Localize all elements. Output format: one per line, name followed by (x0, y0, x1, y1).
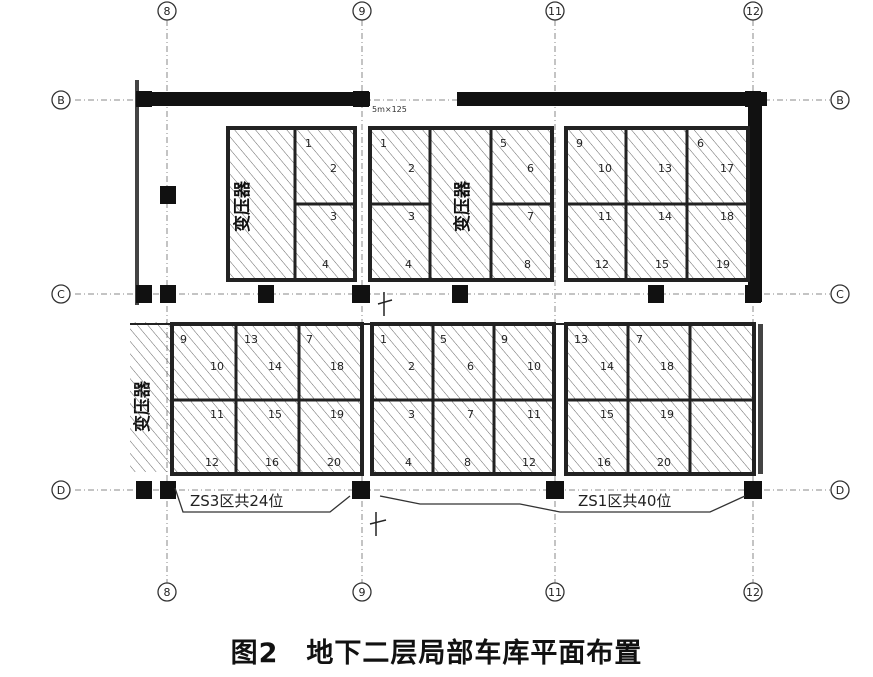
stall-num: 14 (600, 360, 614, 373)
axis-labels: 8 9 11 12 8 9 11 12 B C D B C D (57, 5, 844, 599)
caption-title: 地下二层局部车库平面布置 (306, 637, 643, 669)
stall-num: 3 (330, 210, 337, 223)
stall-num: 15 (268, 408, 282, 421)
columns (136, 91, 762, 499)
stall-num: 6 (527, 162, 534, 175)
axis-label-9-top: 9 (359, 5, 366, 18)
axis-label-11-bottom: 11 (548, 586, 562, 599)
stall-num: 19 (660, 408, 674, 421)
stall-num: 3 (408, 210, 415, 223)
stall-num: 5 (500, 137, 507, 150)
stall-num: 17 (720, 162, 734, 175)
stall-num: 10 (598, 162, 612, 175)
stall-num: 5 (440, 333, 447, 346)
stall-num: 16 (265, 456, 279, 469)
stall-num: 19 (716, 258, 730, 271)
stall-num: 11 (210, 408, 224, 421)
stall-num: 9 (501, 333, 508, 346)
figure-caption: 图2 地下二层局部车库平面布置 (0, 628, 873, 672)
axis-label-D-left: D (57, 484, 65, 497)
stall-num: 13 (244, 333, 258, 346)
stall-num: 14 (658, 210, 672, 223)
stall-num: 1 (380, 333, 387, 346)
walls (135, 80, 767, 305)
axis-label-D-right: D (836, 484, 844, 497)
stall-num: 7 (636, 333, 643, 346)
stall-num: 18 (720, 210, 734, 223)
stall-num: 6 (467, 360, 474, 373)
axis-label-C-right: C (836, 288, 844, 301)
axis-bubbles (51, 1, 850, 602)
axis-label-8-bottom: 8 (164, 586, 171, 599)
room-label-mid: 变压器 (452, 180, 473, 232)
stall-num: 20 (327, 456, 341, 469)
stall-num: 1 (305, 137, 312, 150)
stall-num: 13 (658, 162, 672, 175)
room-label-left: 变压器 (232, 180, 253, 232)
stall-num: 10 (527, 360, 541, 373)
stall-num: 15 (600, 408, 614, 421)
stall-num: 6 (697, 137, 704, 150)
stall-num: 11 (527, 408, 541, 421)
stall-num: 20 (657, 456, 671, 469)
stall-num: 3 (408, 408, 415, 421)
zone-brackets (174, 487, 746, 513)
stall-num: 4 (322, 258, 329, 271)
stall-num: 12 (522, 456, 536, 469)
stall-num: 12 (595, 258, 609, 271)
stall-num: 7 (527, 210, 534, 223)
axis-label-C-left: C (57, 288, 65, 301)
stall-num: 4 (405, 456, 412, 469)
stall-num: 8 (524, 258, 531, 271)
stall-num: 15 (655, 258, 669, 271)
stall-num: 10 (210, 360, 224, 373)
stall-num: 4 (405, 258, 412, 271)
stall-num: 12 (205, 456, 219, 469)
stall-num: 2 (408, 360, 415, 373)
floor-plan: 8 9 11 12 8 9 11 12 B C D B C D 5m×125 (51, 1, 850, 602)
axis-label-9-bottom: 9 (359, 586, 366, 599)
stall-num: 1 (380, 137, 387, 150)
stall-num: 11 (598, 210, 612, 223)
bottom-stall-numbers: 9 10 11 12 13 14 15 16 7 18 19 20 1 2 3 … (180, 333, 674, 469)
section-marks (369, 292, 393, 536)
top-parking-blocks (226, 126, 750, 282)
stall-num: 16 (597, 456, 611, 469)
axis-label-B-right: B (836, 94, 844, 107)
axis-label-12-top: 12 (746, 5, 760, 18)
stall-num: 7 (467, 408, 474, 421)
stall-num: 13 (574, 333, 588, 346)
axis-label-B-left: B (57, 94, 65, 107)
top-beam-label: 5m×125 (372, 105, 407, 114)
stall-num: 9 (576, 137, 583, 150)
stall-num: 9 (180, 333, 187, 346)
stall-num: 14 (268, 360, 282, 373)
stall-num: 2 (330, 162, 337, 175)
zone-label-zs3: ZS3区共24位 (190, 492, 283, 510)
stall-num: 2 (408, 162, 415, 175)
axis-label-11-top: 11 (548, 5, 562, 18)
top-stall-numbers: 1 2 3 4 1 2 3 4 5 6 7 8 9 10 11 12 13 14… (305, 137, 734, 271)
axis-label-8-top: 8 (164, 5, 171, 18)
stall-num: 18 (330, 360, 344, 373)
stall-num: 7 (306, 333, 313, 346)
caption-label: 图2 (230, 637, 279, 669)
stall-num: 19 (330, 408, 344, 421)
stall-num: 18 (660, 360, 674, 373)
zone-label-zs1: ZS1区共40位 (578, 492, 671, 510)
axis-label-12-bottom: 12 (746, 586, 760, 599)
bottom-parking-blocks (130, 322, 763, 476)
stall-num: 8 (464, 456, 471, 469)
